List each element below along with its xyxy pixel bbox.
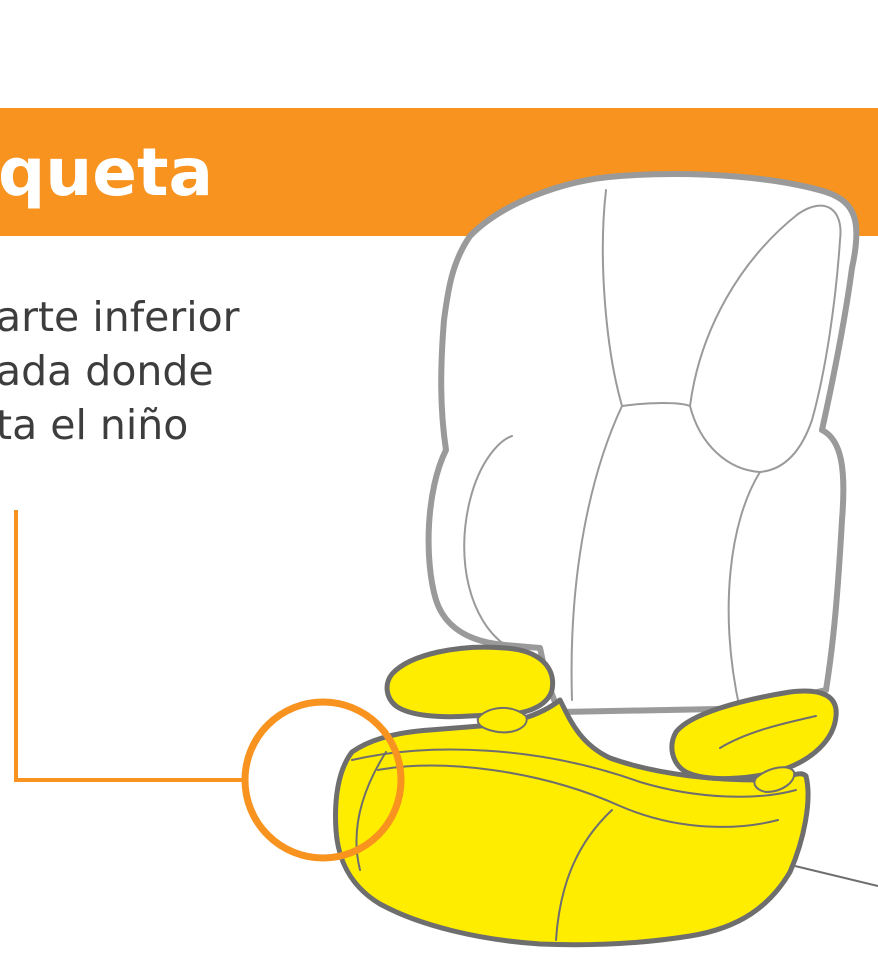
back-side-wing-left bbox=[463, 435, 513, 646]
description-line-1: arte inferior bbox=[0, 293, 240, 341]
callout-leader-line bbox=[14, 510, 248, 782]
part-description: arte inferior ada donde ta el niño bbox=[0, 290, 240, 452]
callout-circle bbox=[241, 698, 405, 862]
callout bbox=[14, 510, 405, 862]
section-title: queta bbox=[0, 134, 214, 211]
seat-base-highlight bbox=[333, 644, 839, 948]
back-panel-seam-right bbox=[727, 471, 761, 711]
description-line-3: ta el niño bbox=[0, 401, 189, 449]
right-belt-guide bbox=[753, 766, 796, 793]
left-belt-guide bbox=[476, 707, 528, 734]
headrest-seam-left bbox=[601, 189, 623, 407]
back-panel-seam-left bbox=[570, 405, 623, 701]
armrest-seam-right bbox=[719, 715, 817, 749]
cushion-seam-left bbox=[355, 751, 387, 871]
seat-cushion bbox=[333, 697, 811, 948]
floor-line bbox=[794, 865, 878, 887]
cushion-seam-mid bbox=[555, 809, 613, 941]
cushion-seam-front bbox=[351, 748, 797, 798]
seat-backrest bbox=[425, 171, 860, 715]
headrest-bottom-seam bbox=[621, 402, 691, 407]
left-armrest bbox=[384, 644, 556, 720]
cushion-seam-inner bbox=[377, 764, 779, 828]
headrest-wing-right bbox=[689, 204, 842, 473]
description-line-2: ada donde bbox=[0, 347, 214, 395]
right-armrest bbox=[669, 688, 839, 781]
